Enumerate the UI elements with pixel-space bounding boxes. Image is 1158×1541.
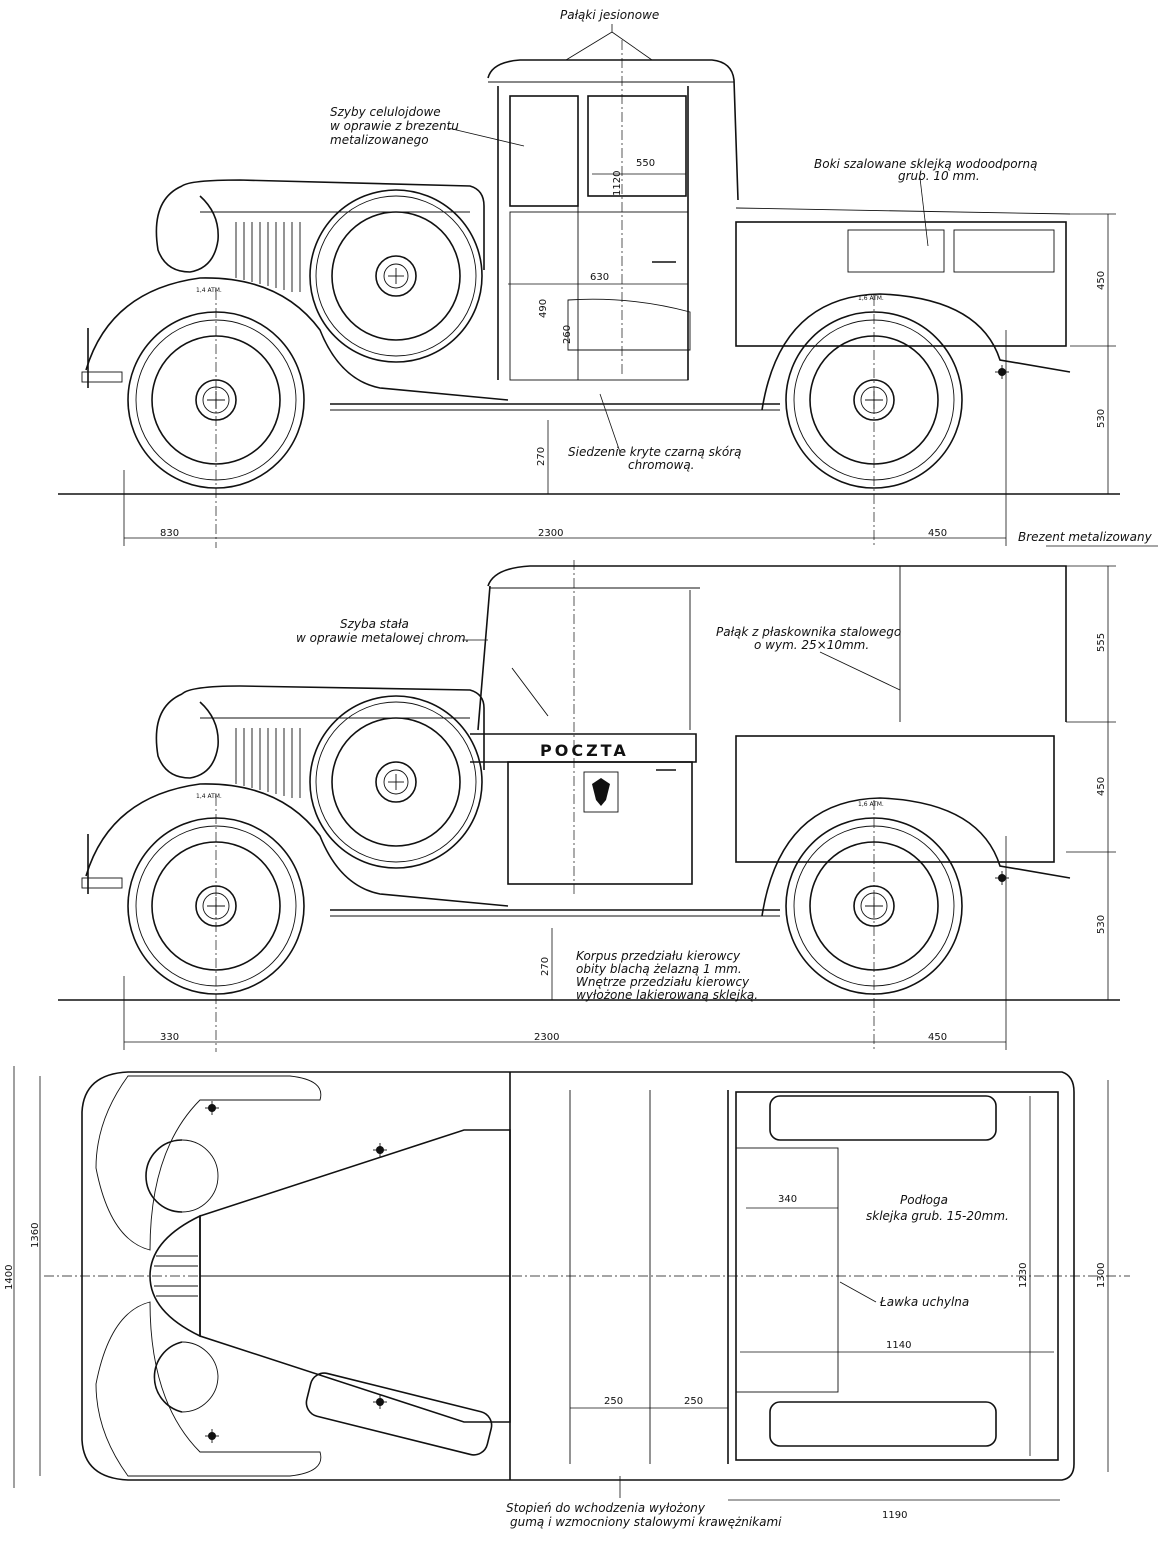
- dim-rear-overhang: 450: [928, 528, 947, 539]
- bolt-2: [204, 1428, 220, 1444]
- note-boki-2: grub. 10 mm.: [898, 169, 980, 183]
- dim-1140: 1140: [886, 1340, 911, 1351]
- note-palaki: Pałąki jesionowe: [560, 8, 659, 22]
- radiator-nose-2: [155, 693, 219, 779]
- dim-260: 260: [562, 325, 573, 344]
- dim-rear-overhang-2: 450: [928, 1032, 947, 1043]
- windscreen: [509, 95, 579, 207]
- dim-front-overhang-2: 330: [160, 1032, 179, 1043]
- cab-roof: [487, 59, 739, 201]
- cab-door: [509, 211, 689, 381]
- dim-wheelbase-2: 2300: [534, 1032, 559, 1043]
- front-wing-right: [95, 1301, 322, 1477]
- tire-pressure-front: 1,4 ATM.: [196, 287, 222, 294]
- note-lawka: Ławka uchylna: [879, 1295, 969, 1309]
- bolt-3: [372, 1142, 388, 1158]
- tire-pressure-front-2: 1,4 ATM.: [196, 793, 222, 800]
- seat: [567, 298, 691, 351]
- bench-bottom: [769, 1401, 997, 1447]
- bench-top: [769, 1095, 997, 1141]
- plan-view: 1400 1360 340 1230 1300 1140 250 250 119…: [4, 1066, 1130, 1529]
- dim-1120: 1120: [612, 171, 623, 196]
- spare-wheel: [309, 189, 483, 363]
- dim-490: 490: [538, 299, 549, 318]
- headlamp-right-icon: [153, 1341, 183, 1413]
- dim-530-top: 530: [1096, 409, 1107, 428]
- dim-1400: 1400: [4, 1265, 15, 1290]
- hood-louvres-2: [235, 728, 301, 798]
- dim-270-mid: 270: [540, 957, 551, 976]
- dim-wheelbase: 2300: [538, 528, 563, 539]
- dim-front-overhang: 830: [160, 528, 179, 539]
- note-szyba-1: Szyba stała: [340, 617, 409, 631]
- note-palak-1: Pałąk z płaskownika stalowego: [716, 625, 901, 639]
- bolt-1: [204, 1100, 220, 1116]
- tail-lamp-mount-2: [994, 870, 1010, 886]
- cab-door-2: [507, 761, 693, 885]
- note-stopien-2: gumą i wzmocniony stalowymi krawężnikami: [510, 1515, 782, 1529]
- dim-270: 270: [536, 447, 547, 466]
- note-boki-1: Boki szalowane sklejką wodoodporną: [814, 157, 1038, 171]
- note-korpus-4: wyłożone lakierowaną sklejką.: [576, 988, 758, 1002]
- bonnet-2: [181, 685, 485, 770]
- rear-body-2: [735, 735, 1055, 863]
- bonnet: [181, 179, 485, 270]
- tire-pressure-rear-2: 1,6 ATM.: [858, 801, 884, 808]
- note-siedzenie-2: chromową.: [628, 458, 695, 472]
- dim-450-top: 450: [1096, 271, 1107, 290]
- note-stopien-1: Stopień do wchodzenia wyłożony: [506, 1501, 706, 1515]
- side-view-canvas: POCZTA 1,4 ATM. 1,6 ATM. Brezent metaliz…: [58, 530, 1158, 1052]
- side-view-cab: 1,4 ATM. 1,6 ATM. Pałąki jesionowe Szyby…: [58, 8, 1120, 548]
- front-wing-2: [85, 783, 509, 907]
- bolt-4: [372, 1394, 388, 1410]
- note-korpus-1: Korpus przedziału kierowcy: [576, 949, 741, 963]
- note-szyba-2: w oprawie metalowej chrom.: [296, 631, 469, 645]
- dim-450-mid: 450: [1096, 777, 1107, 796]
- dim-1360: 1360: [30, 1223, 41, 1248]
- note-korpus-2: obity blachą żelazną 1 mm.: [576, 962, 742, 976]
- rear-wing-2: [761, 797, 1071, 917]
- dim-250-b: 250: [684, 1396, 703, 1407]
- dim-1230: 1230: [1018, 1263, 1029, 1288]
- front-wing: [85, 277, 509, 401]
- note-siedzenie-1: Siedzenie kryte czarną skórą: [568, 445, 741, 459]
- dim-340: 340: [778, 1194, 797, 1205]
- grille: [149, 1214, 201, 1338]
- spare-wheel-2: [309, 695, 483, 869]
- poczta-lettering: POCZTA: [540, 741, 629, 760]
- note-szyby-2: w oprawie z brezentu: [330, 119, 459, 133]
- canvas-top: [487, 565, 1067, 722]
- steering-wheel: [511, 667, 549, 717]
- front-wing-left: [95, 1075, 322, 1251]
- hood-louvres: [235, 222, 301, 292]
- dim-555: 555: [1096, 633, 1107, 652]
- tire-pressure-rear: 1,6 ATM.: [858, 295, 884, 302]
- dim-630: 630: [590, 272, 609, 283]
- dim-530-mid: 530: [1096, 915, 1107, 934]
- note-szyby-3: metalizowanego: [330, 133, 429, 147]
- dim-1300: 1300: [1096, 1263, 1107, 1288]
- radiator-nose: [155, 185, 219, 273]
- leader-palaki: [565, 24, 653, 61]
- dim-250-a: 250: [604, 1396, 623, 1407]
- note-brezent: Brezent metalizowany: [1018, 530, 1153, 544]
- note-korpus-3: Wnętrze przedziału kierowcy: [576, 975, 750, 989]
- eagle-emblem-icon: [583, 771, 619, 813]
- note-podloga-2: sklejka grub. 15-20mm.: [866, 1209, 1009, 1223]
- note-podloga-1: Podłoga: [900, 1193, 948, 1207]
- plan-outline: [81, 1071, 1075, 1481]
- spare-wheel-plan: [305, 1372, 493, 1456]
- headlamp-left-icon: [145, 1139, 183, 1213]
- note-szyby-1: Szyby celulojdowe: [330, 105, 441, 119]
- door-window: [587, 95, 687, 197]
- dim-1190: 1190: [882, 1510, 907, 1521]
- note-palak-2: o wym. 25×10mm.: [754, 638, 869, 652]
- dim-550: 550: [636, 158, 655, 169]
- rear-wing: [761, 293, 1071, 411]
- tilting-bench: [735, 1147, 839, 1393]
- tail-lamp-mount: [994, 364, 1010, 380]
- rear-body: [735, 221, 1067, 347]
